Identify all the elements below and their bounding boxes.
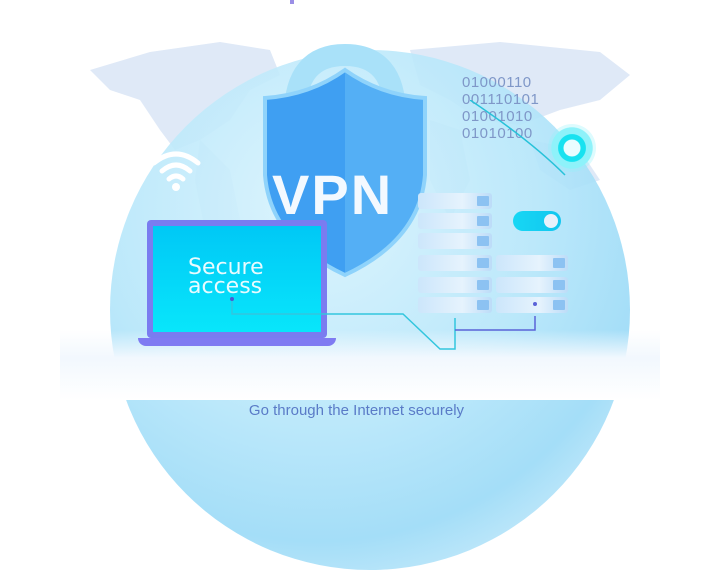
toggle-switch-icon	[513, 211, 561, 231]
server-led-icon	[553, 280, 565, 290]
binary-line: 01001010	[462, 108, 533, 125]
laptop-base	[138, 338, 336, 346]
server-led-icon	[477, 300, 489, 310]
access-label: access	[188, 274, 263, 299]
server-led-icon	[477, 280, 489, 290]
server-unit	[418, 277, 492, 293]
top-mark	[290, 0, 294, 4]
vpn-title: VPN	[272, 163, 394, 226]
server-led-icon	[553, 258, 565, 268]
server-led-icon	[477, 236, 489, 246]
server-led-icon	[477, 216, 489, 226]
binary-line: 01000110	[462, 74, 532, 91]
server-unit	[418, 193, 492, 209]
binary-code: 01000110 001110101 01001010 01010100	[462, 74, 539, 142]
wifi-icon	[151, 151, 201, 191]
binary-line: 01010100	[462, 125, 533, 142]
server-unit	[496, 255, 568, 271]
toggle-knob	[544, 214, 558, 228]
binary-line: 001110101	[462, 91, 540, 108]
caption: Go through the Internet securely	[248, 402, 465, 419]
server-led-icon	[477, 196, 489, 206]
server-led-icon	[477, 258, 489, 268]
server-unit	[418, 255, 492, 271]
secure-label: Secure	[188, 255, 264, 280]
server-rack-left	[418, 193, 492, 313]
signal-line	[470, 100, 566, 176]
connection-lines	[230, 297, 537, 350]
server-unit	[418, 297, 492, 313]
signal-pulse-icon	[548, 124, 596, 172]
server-led-icon	[553, 300, 565, 310]
server-rack-right	[496, 255, 568, 315]
server-unit	[418, 213, 492, 229]
server-unit	[418, 233, 492, 249]
server-unit	[496, 277, 568, 293]
server-unit	[496, 297, 568, 313]
secure-access-text: Secure access	[188, 255, 264, 299]
